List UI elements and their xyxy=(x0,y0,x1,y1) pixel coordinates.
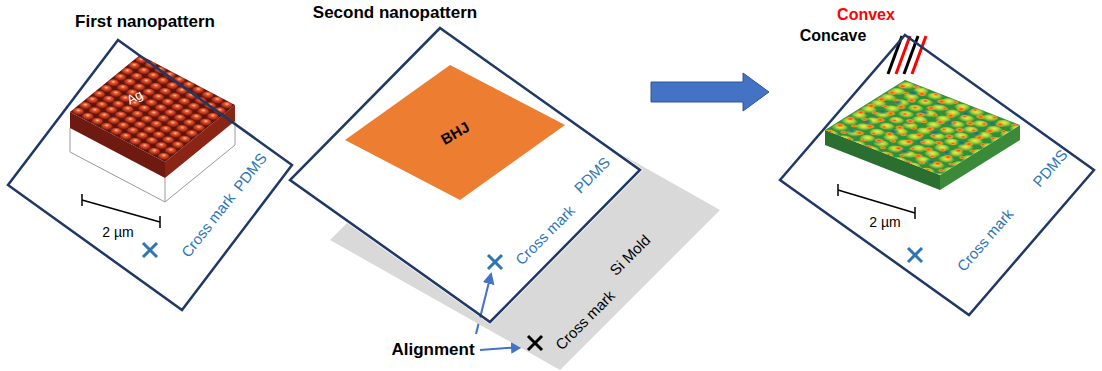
convex-label: Convex xyxy=(837,6,895,24)
scale-bar-tick xyxy=(837,184,839,196)
concave-label: Concave xyxy=(800,27,867,45)
cross-mark-stroke xyxy=(908,248,922,262)
cross-mark-stroke xyxy=(908,248,922,262)
si-mold: Si MoldCross mark xyxy=(327,77,723,371)
afm-surface-ag xyxy=(70,55,235,202)
scale-bar xyxy=(82,194,160,228)
scale-bar-line xyxy=(838,190,915,213)
substrate-label: PDMS xyxy=(230,150,270,195)
cross-mark-stroke xyxy=(143,243,157,257)
pdms-substrate-shape xyxy=(8,40,292,310)
cross-mark-symbol xyxy=(143,243,157,257)
process-arrow xyxy=(651,73,769,111)
scale-label: 2 µm xyxy=(869,214,900,230)
cross-mark-stroke xyxy=(528,336,542,350)
panel-heading: Second nanopattern xyxy=(313,3,477,23)
pdms-substrate-shape xyxy=(780,35,1094,315)
pdms-substrate: PDMSCross mark xyxy=(5,37,295,313)
cross-mark-symbol xyxy=(528,336,542,350)
afm-axis-frame xyxy=(165,178,166,202)
scale-bar xyxy=(838,184,915,219)
cross-mark-stroke xyxy=(143,243,157,257)
scale-bar-line xyxy=(82,200,160,222)
panel-heading: First nanopattern xyxy=(75,12,215,32)
scale-bar-tick xyxy=(81,194,83,206)
scale-bar-tick xyxy=(914,207,916,219)
cross-mark-label: Cross mark xyxy=(178,189,239,260)
pdms-substrate: PDMS Cross mark xyxy=(777,32,1097,318)
substrate-label: PDMS xyxy=(1029,146,1070,190)
cross-mark-symbol xyxy=(908,248,922,262)
grating-stripes xyxy=(888,36,926,74)
si-mold-outline xyxy=(327,77,723,371)
scale-label: 2 µm xyxy=(102,224,133,240)
annotation-label: Alignment xyxy=(391,340,474,360)
scale-bar-tick xyxy=(159,216,161,228)
material-label: Ag xyxy=(124,88,145,109)
cross-mark-label: Cross mark xyxy=(953,205,1016,274)
cross-mark-stroke xyxy=(528,336,542,350)
alignment-arrow xyxy=(480,347,521,350)
si-mold-shape xyxy=(330,80,720,370)
